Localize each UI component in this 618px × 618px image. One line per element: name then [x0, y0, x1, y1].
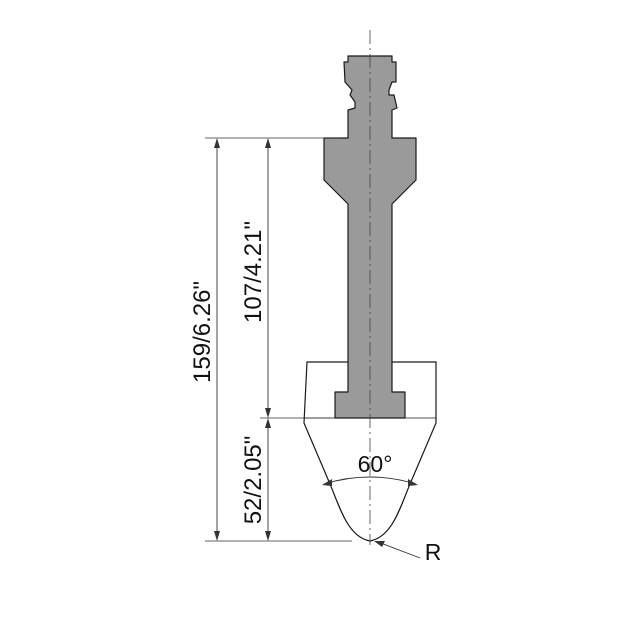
dim-arrow-lower-top [265, 418, 271, 428]
dim-arrow-lower-bottom [265, 531, 271, 541]
angle-arc [323, 476, 417, 485]
radius-arrow [374, 541, 385, 547]
angle-arrow-left [322, 479, 332, 486]
tool-shank [323, 55, 417, 419]
dim-arrow-total-bottom [214, 531, 220, 541]
dim-arrow-upper-top [265, 138, 271, 148]
dim-label-upper: 107/4.21" [240, 221, 267, 323]
angle-label: 60° [358, 451, 393, 477]
dim-label-lower: 52/2.05" [240, 436, 267, 525]
dim-label-total: 159/6.26" [189, 281, 216, 383]
dim-arrow-upper-bottom [265, 408, 271, 418]
dim-arrow-total-top [214, 138, 220, 148]
angle-arrow-right [408, 479, 418, 486]
radius-leader [377, 541, 421, 559]
radius-label: R [425, 539, 442, 565]
